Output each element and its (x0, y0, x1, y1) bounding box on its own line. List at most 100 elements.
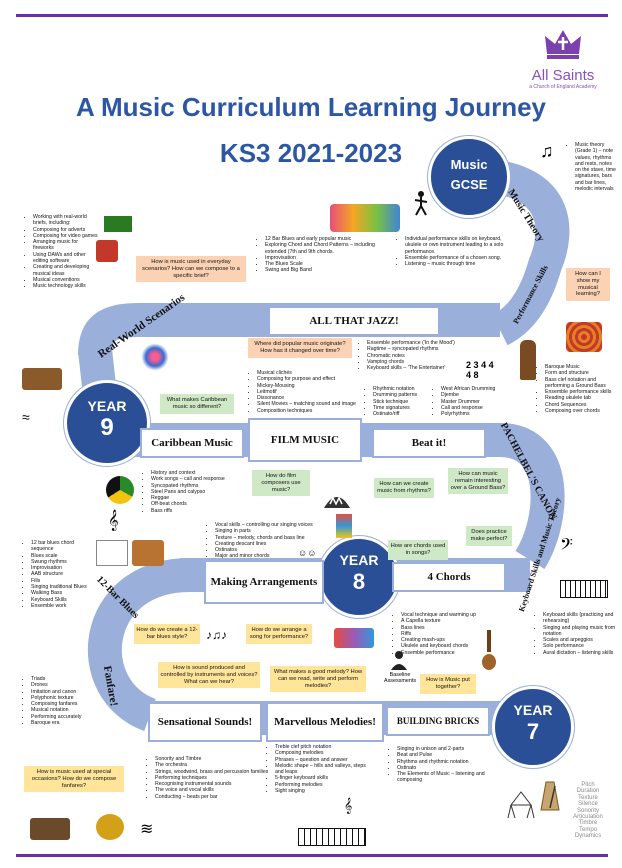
trumpet-image (96, 814, 124, 840)
cannon-image (30, 818, 70, 840)
list-item: Treble clef pitch notation (275, 744, 375, 750)
list-item: Composing for purpose and effect (257, 376, 369, 382)
list-item: Beat and Pulse (397, 752, 505, 758)
list-item: The voice and vocal skills (155, 787, 271, 793)
list-item: Keyboard skills (practicing and rehearsi… (543, 612, 619, 625)
shark-icon (322, 484, 352, 510)
list-item: Musical clichés (257, 370, 369, 376)
unit-sensational: Sensational Sounds! (148, 702, 262, 742)
list-item: Creating and developing musical ideas (33, 264, 99, 277)
djembe-image (520, 340, 536, 380)
list-item: Music theory (Grade 1) – note values, rh… (575, 142, 619, 192)
year7-number: 7 (526, 719, 540, 744)
gcse-line1: Music (450, 157, 488, 172)
list-item: Using DAWs and other editing software (33, 252, 99, 265)
fireworks-image (138, 342, 172, 372)
list-item: Chromatic notes (367, 353, 487, 359)
school-subname: a Church of England Academy (529, 84, 597, 90)
list-melodies: Treble clef pitch notation Composing mel… (266, 744, 375, 794)
list-sounds: Sonority and Timbre The orchestra String… (146, 756, 271, 800)
list-item: West African Drumming (441, 386, 507, 392)
list-item: Composing fanfares (31, 701, 89, 707)
list-item: Swung rhythms (31, 559, 97, 565)
list-item: Singing and playing music from notation (543, 625, 619, 638)
list-item: Texture – melody, chords and bass line (215, 535, 343, 541)
unit-bricks: BUILDING BRICKS (386, 706, 490, 736)
list-item: Musical conventions (33, 277, 99, 283)
list-item: 5-finger keyboard skills (275, 775, 375, 781)
list-item: Reggae (151, 495, 251, 501)
list-item: Conducting – beats per bar (155, 794, 271, 800)
list-item: Performing accurately (31, 714, 89, 720)
crown-icon (545, 30, 581, 59)
year9-circle: YEAR 9 (64, 380, 150, 466)
list-item: Djembe (441, 392, 507, 398)
list-item: Drones (31, 682, 89, 688)
list-item: 12 Bar Blues and early popular music (265, 236, 385, 242)
jazz-band-image (330, 204, 400, 232)
list-item: Sonority and Timbre (155, 756, 271, 762)
list-jazz2: Ensemble performance ('In the Mood') Rag… (358, 340, 487, 371)
list-chords: Vocal technique and warming up A Capella… (392, 612, 505, 656)
elements-word-cloud: Pitch Duration Texture Silence Sonority … (573, 782, 603, 840)
bass-clef-icon: 𝄢 (560, 536, 573, 558)
blues-band-image (132, 540, 164, 566)
list-item: Drumming patterns (373, 392, 435, 398)
list-item: Polyphonic texture (31, 695, 89, 701)
list-item: Scales and arpeggios (543, 637, 619, 643)
list-item: Bass lines (401, 625, 505, 631)
unit-marvellous: Marvellous Melodies! (266, 702, 384, 742)
question-melody: What makes a good melody? How can we rea… (270, 666, 366, 693)
question-sounds: How is sound produced and controlled by … (158, 662, 260, 689)
list-item: Syncopated rhythms (151, 483, 251, 489)
performer-icon (410, 190, 432, 216)
list-item: Strings, woodwind, brass and percussion … (155, 769, 271, 775)
ukulele-image (482, 630, 496, 670)
list-film: Musical clichés Composing for purpose an… (248, 370, 369, 414)
list-item: Work songs – call and response (151, 476, 251, 482)
list-item: AAB structure (31, 571, 97, 577)
list-bricks: Singing in unison and 2-parts Beat and P… (388, 746, 505, 784)
list-item: Ensemble performance (401, 650, 505, 656)
question-practice: Does practice make perfect? (466, 526, 512, 546)
list-item: Singing traditional Blues (31, 584, 97, 590)
treble-clef-small-icon: 𝄞 (344, 797, 353, 813)
list-item: Composition techniques (257, 408, 369, 414)
list-item: The orchestra (155, 762, 271, 768)
year9-number: 9 (100, 414, 114, 441)
gcse-line2: GCSE (450, 177, 488, 192)
singers-image (334, 628, 374, 648)
question-real-world: How is music used in everyday scenarios?… (136, 256, 246, 283)
list-item: History and context (151, 470, 251, 476)
list-item: Composing for video games (33, 233, 99, 239)
people-icon (384, 650, 414, 670)
list-drumming: West African Drumming Djembe Master Drum… (432, 386, 507, 417)
list-item: Off-beat chords (151, 501, 251, 507)
unit-jazz: ALL THAT JAZZ! (268, 306, 440, 336)
list-item: Chord Sequences (545, 402, 619, 408)
list-item: Singing in unison and 2-parts (397, 746, 505, 752)
time-signatures: 2 3 4 4 4 8 (466, 360, 494, 380)
list-fanfare: Triads Drones Imitation and canon Polyph… (22, 676, 89, 726)
list-item: Vocal technique and warming up (401, 612, 505, 618)
list-blues: 12 bar blues chord sequence Blues scale … (22, 540, 97, 609)
gcse-circle: Music GCSE (428, 136, 510, 218)
list-item: Major and minor chords (215, 553, 343, 559)
blocks-image (336, 514, 352, 538)
list-making: Vocal skills – controlling our singing v… (206, 522, 343, 560)
list-item: Stick technique (373, 399, 435, 405)
question-jazz: Where did popular music originate? How h… (248, 338, 352, 358)
list-item: Ensemble work (31, 603, 97, 609)
caribbean-flag-image (106, 476, 134, 504)
list-item: Riffs (401, 631, 505, 637)
list-item: A Capella texture (401, 618, 505, 624)
keyboard-image (560, 580, 608, 598)
list-item: Ostinato (397, 765, 505, 771)
list-item: Rhythms and rhythmic notation (397, 759, 505, 765)
question-caribbean: What makes Caribbean music so different? (160, 394, 234, 414)
unit-beat: Beat it! (372, 428, 486, 458)
list-keyboard: Keyboard skills (practicing and rehearsi… (534, 612, 619, 656)
video-game-image (96, 240, 118, 262)
list-item: Bass riffs (151, 508, 251, 514)
list-item: Phrases – question and answer (275, 757, 375, 763)
